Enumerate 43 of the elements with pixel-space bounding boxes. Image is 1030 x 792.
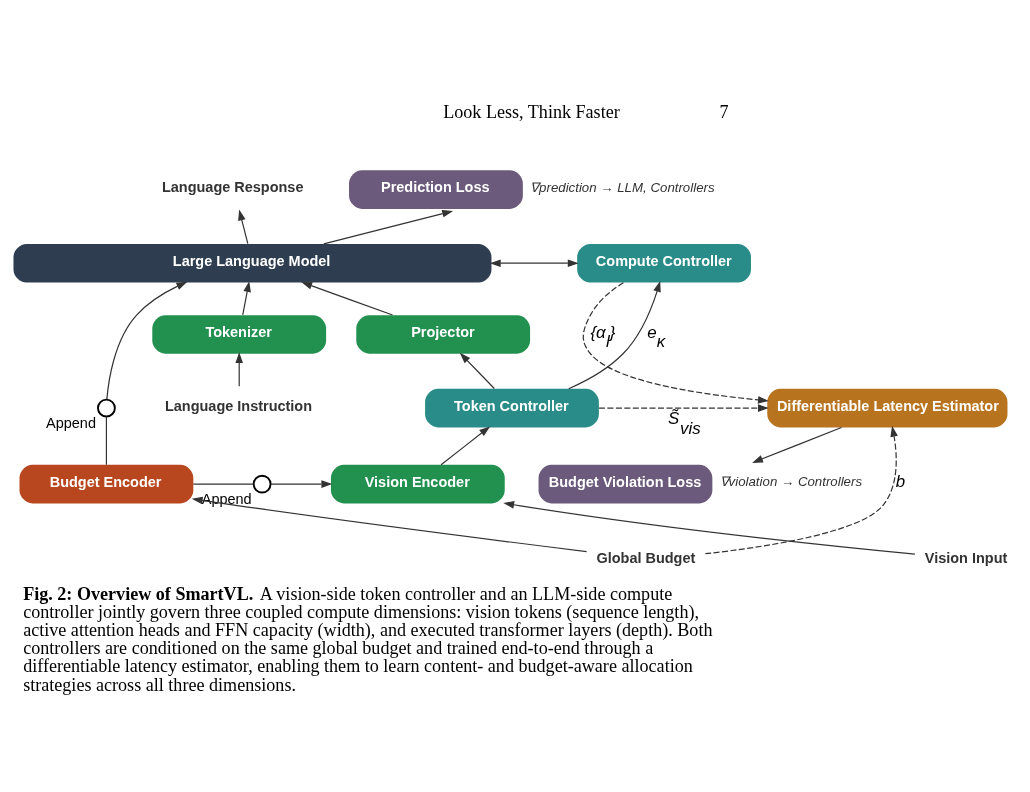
label: Look Less, Think Faster (443, 101, 620, 122)
arrow (568, 280, 661, 390)
caption: Fig. 2: Overview of SmartVL. A vision-side token controller and an LLM-side compute controller jointly govern three coupled compute dimensions: vision tokens (sequence length), active attention heads and FFN capacity (width), and executed transformer layers (depth). Both controllers are conditioned on the same global budget and trained end-to-end through a differentiable latency estimator, enabling them to learn content- and budget-aware allocation strategies across all three dimensions. (23, 583, 713, 695)
edge-label: b (895, 472, 906, 492)
node-box: Projector (356, 315, 531, 354)
label: 7 (719, 101, 729, 122)
node-circle (97, 398, 116, 418)
arrow (489, 259, 579, 268)
connector (192, 483, 255, 485)
arrow (301, 282, 394, 316)
node-box: Prediction Loss (349, 170, 523, 209)
connector (105, 416, 108, 466)
node-box: Budget Encoder (19, 464, 194, 504)
node-text: Language Response (161, 179, 304, 196)
node-label: Append (46, 415, 96, 432)
node-circle (252, 474, 272, 494)
node-box: Token Controller (425, 388, 599, 428)
arrow (106, 281, 188, 400)
node-text: Vision Input (924, 549, 1008, 566)
node-box: Compute Controller (577, 243, 751, 283)
arrow (270, 480, 333, 488)
node-box: Vision Encoder (330, 464, 505, 504)
node-box: Differentiable Latency Estimator (767, 388, 1008, 428)
node-label: ∇violation → Controllers (719, 474, 863, 490)
arrow (440, 426, 491, 466)
node-box: Large Language Model (13, 243, 492, 283)
arrow (752, 426, 843, 463)
node-text: Language Instruction (164, 397, 313, 414)
node-box: Tokenizer (152, 315, 327, 354)
arrow (459, 352, 495, 390)
arrow (238, 209, 249, 245)
node-label: Append (201, 491, 252, 508)
arrow (323, 210, 454, 245)
node-label: ∇prediction → LLM, Controllers (530, 179, 715, 195)
arrow (191, 496, 588, 553)
node-box: Budget Violation Loss (538, 464, 713, 504)
node-text: Global Budget (596, 549, 696, 566)
arrow (242, 281, 251, 316)
arrow (704, 425, 898, 555)
arrow (235, 352, 243, 387)
arrow (582, 282, 769, 404)
arrow (598, 404, 769, 412)
arrow (503, 501, 916, 555)
